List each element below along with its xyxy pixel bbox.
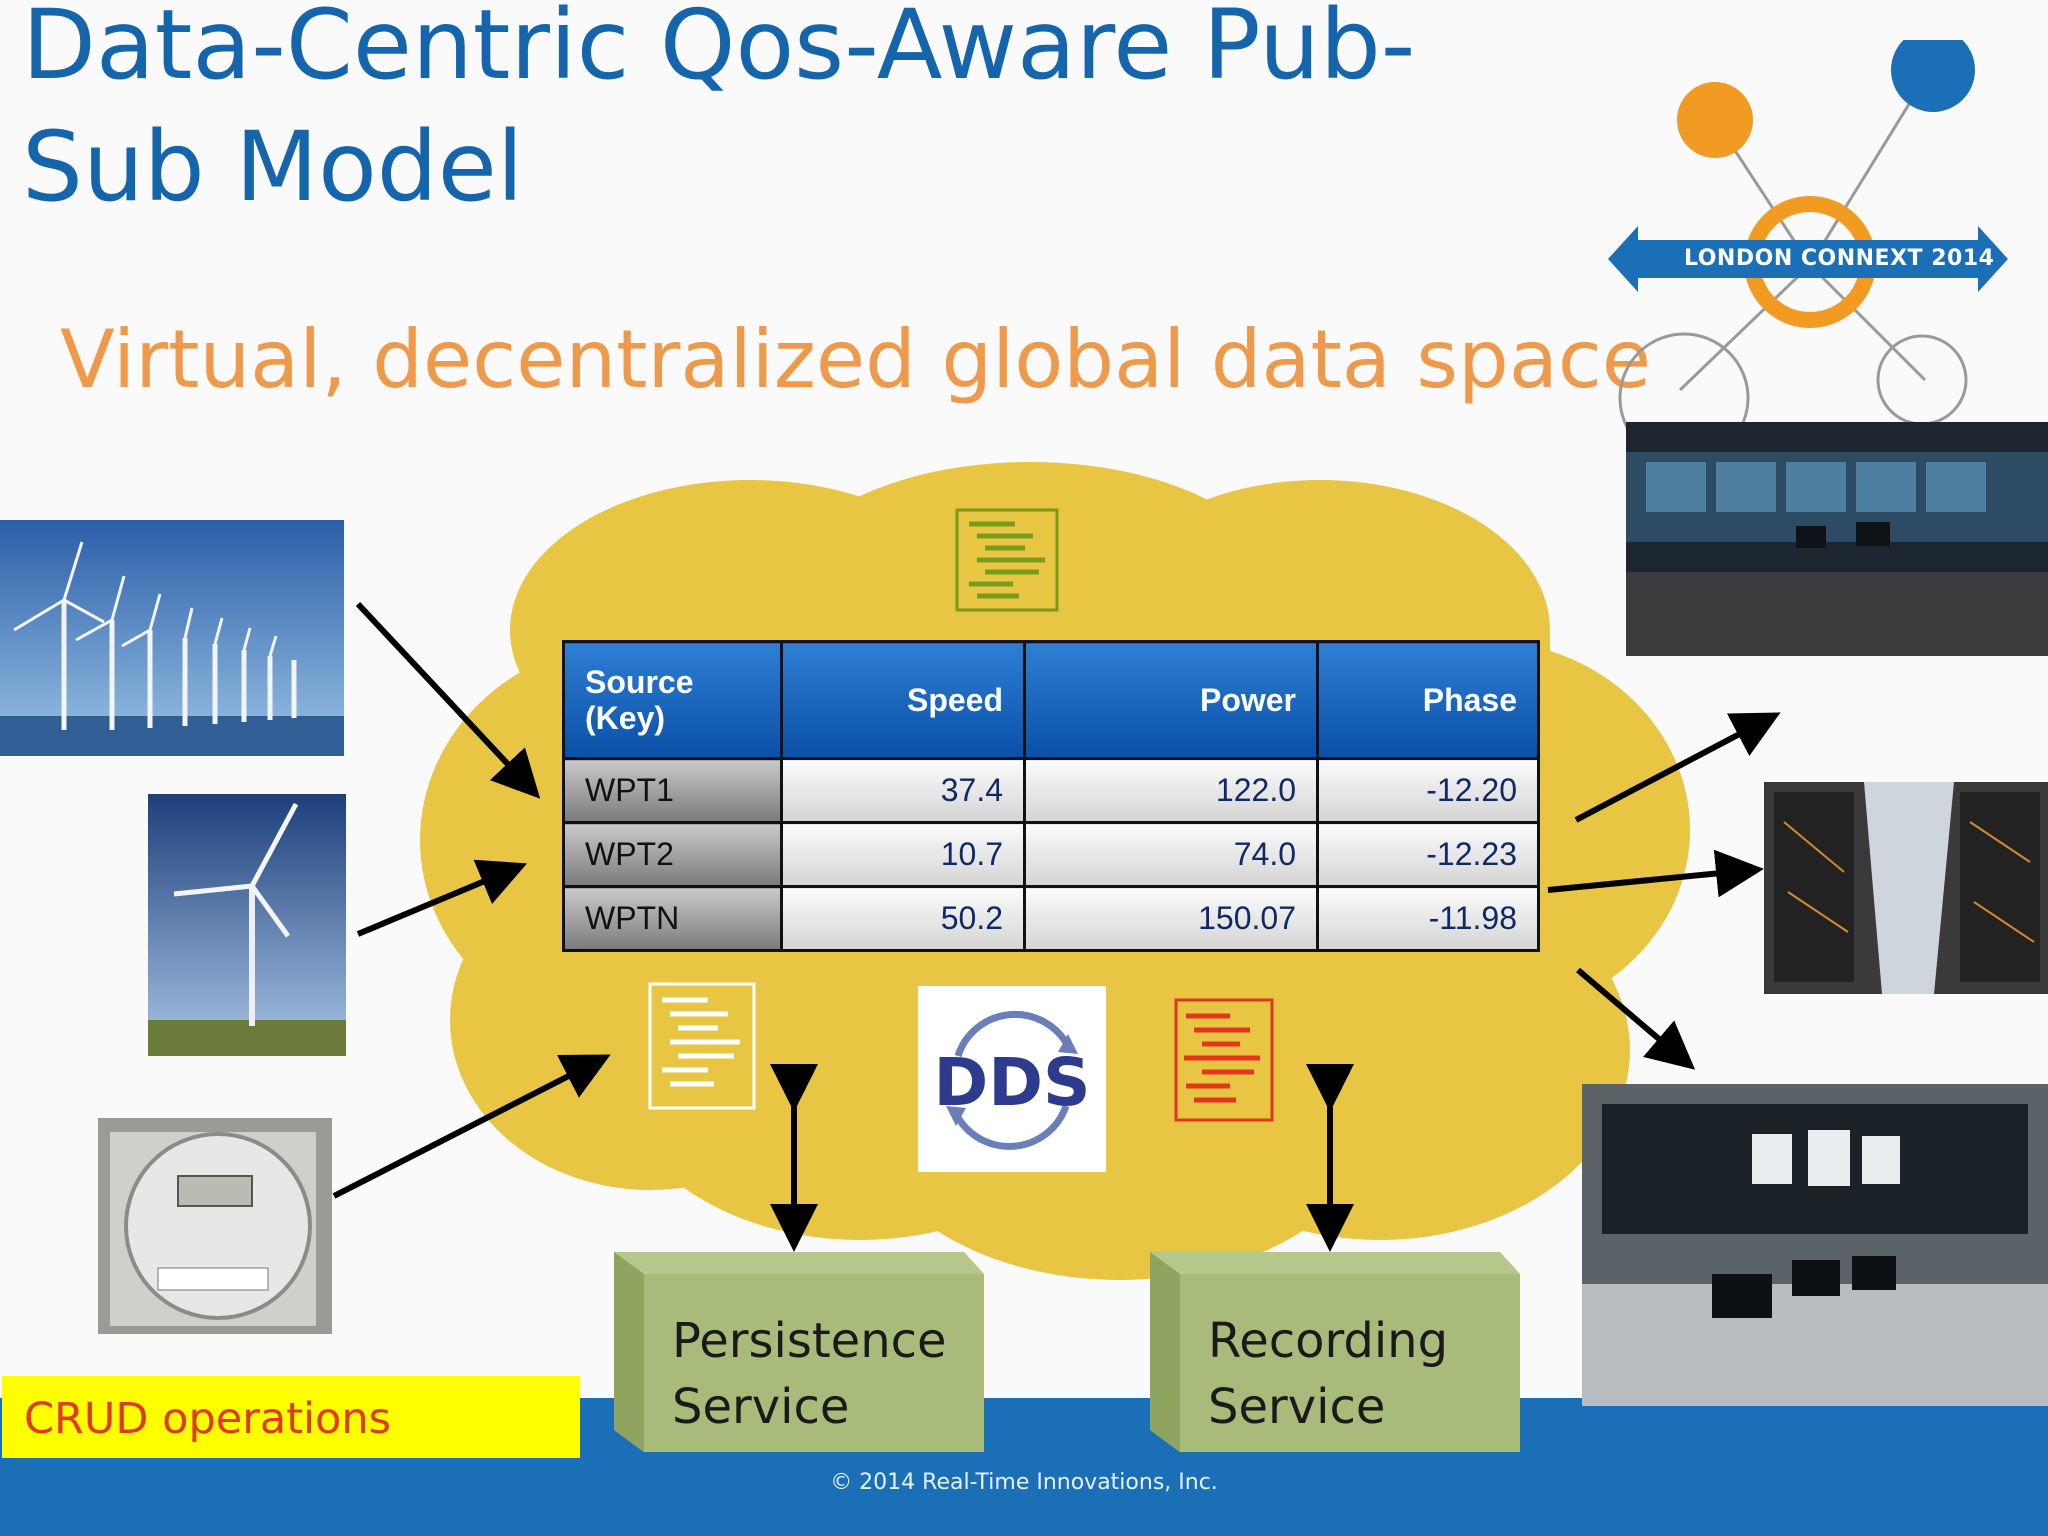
- cell-speed: 50.2: [780, 885, 1026, 952]
- dds-logo-text: DDS: [933, 1044, 1091, 1121]
- wind-turbine-photo: [148, 794, 346, 1056]
- crud-operations-label: CRUD operations: [2, 1376, 580, 1458]
- cell-power: 122.0: [1023, 757, 1319, 824]
- persistence-service-box: Persistence Service: [614, 1252, 984, 1452]
- dds-logo: DDS: [918, 986, 1106, 1172]
- table-header-row: Source (Key) Speed Power Phase: [562, 640, 1540, 760]
- persistence-service-line1: Persistence: [672, 1313, 947, 1369]
- column-header-speed: Speed: [780, 640, 1026, 760]
- data-table: Source (Key) Speed Power Phase WPT1 37.4…: [562, 640, 1540, 952]
- control-room-photo-top: [1626, 422, 2048, 656]
- control-room-photo-bottom: [1582, 1084, 2048, 1406]
- slide-title: Data-Centric Qos-Aware Pub-Sub Model: [22, 0, 1416, 223]
- cell-phase: -12.23: [1316, 821, 1540, 888]
- cell-speed: 10.7: [780, 821, 1026, 888]
- data-center-photo: [1764, 782, 2048, 994]
- persistence-service-line2: Service: [672, 1379, 850, 1435]
- electric-meter-photo: [98, 1118, 332, 1334]
- table-row: WPTN 50.2 150.07 -11.98: [562, 885, 1540, 952]
- cell-power: 74.0: [1023, 821, 1319, 888]
- cell-phase: -12.20: [1316, 757, 1540, 824]
- offshore-wind-farm-photo: [0, 520, 344, 756]
- crud-operations-text: CRUD operations: [24, 1394, 392, 1444]
- cell-key: WPT1: [562, 757, 783, 824]
- cell-phase: -11.98: [1316, 885, 1540, 952]
- table-row: WPT2 10.7 74.0 -12.23: [562, 821, 1540, 888]
- cell-speed: 37.4: [780, 757, 1026, 824]
- cell-power: 150.07: [1023, 885, 1319, 952]
- recording-service-line1: Recording: [1208, 1313, 1449, 1369]
- copyright-footer: © 2014 Real-Time Innovations, Inc.: [830, 1470, 1218, 1495]
- cell-key: WPT2: [562, 821, 783, 888]
- cell-key: WPTN: [562, 885, 783, 952]
- badge-label: LONDON CONNEXT 2014: [1684, 246, 1995, 271]
- slide-subtitle: Virtual, decentralized global data space: [60, 313, 1652, 406]
- white-document-icon: [648, 982, 756, 1110]
- column-header-power: Power: [1023, 640, 1319, 760]
- column-header-phase: Phase: [1316, 640, 1540, 760]
- column-header-source-key: Source (Key): [562, 640, 783, 760]
- red-document-icon: [1174, 998, 1274, 1122]
- green-document-icon: [955, 508, 1059, 612]
- recording-service-box: Recording Service: [1150, 1252, 1520, 1452]
- table-row: WPT1 37.4 122.0 -12.20: [562, 757, 1540, 824]
- recording-service-line2: Service: [1208, 1379, 1386, 1435]
- conference-badge: LONDON CONNEXT 2014: [1608, 224, 2008, 294]
